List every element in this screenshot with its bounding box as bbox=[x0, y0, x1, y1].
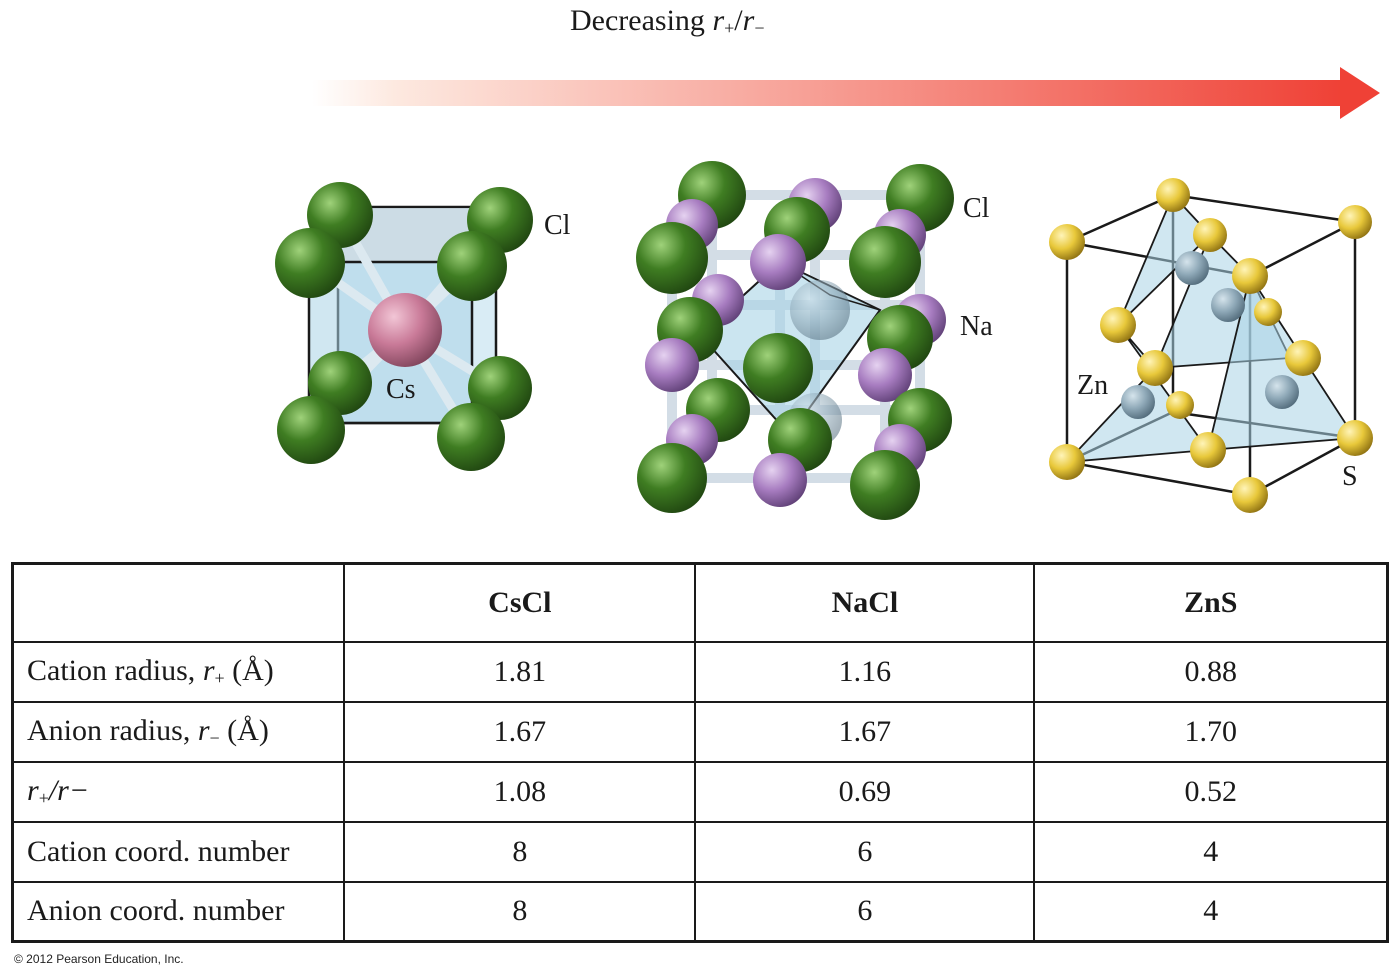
decreasing-ratio-arrow bbox=[312, 67, 1380, 119]
table-cell: 0.69 bbox=[694, 760, 1036, 823]
na-atom bbox=[858, 348, 912, 402]
zns-structure bbox=[1049, 178, 1373, 513]
s-atom bbox=[1049, 444, 1085, 480]
cscl-anion-label: Cl bbox=[544, 210, 571, 241]
zns-anion-label: S bbox=[1342, 461, 1358, 492]
zn-atom bbox=[1265, 375, 1299, 409]
table-header-cscl: CsCl bbox=[343, 562, 697, 643]
cl-atom bbox=[636, 222, 708, 294]
s-atom bbox=[1232, 258, 1268, 294]
cl-atom bbox=[437, 403, 505, 471]
s-atom bbox=[1137, 350, 1173, 386]
row-label-cation-radius: Cation radius, r+ (Å) bbox=[11, 640, 346, 703]
cl-atom bbox=[275, 228, 345, 298]
s-atom bbox=[1166, 391, 1194, 419]
table-row: Anion coord. number 8 6 4 bbox=[11, 880, 1389, 943]
table-row: Cation coord. number 8 6 4 bbox=[11, 820, 1389, 883]
s-atom bbox=[1049, 224, 1085, 260]
cscl-structure bbox=[275, 182, 533, 471]
nacl-anion-label: Cl bbox=[963, 193, 990, 224]
s-atom bbox=[1100, 307, 1136, 343]
table-header-nacl: NaCl bbox=[694, 562, 1036, 643]
table-cell: 4 bbox=[1033, 880, 1389, 943]
s-atom bbox=[1156, 178, 1190, 212]
ionic-radii-table: CsCl NaCl ZnS Cation radius, r+ (Å) 1.81… bbox=[11, 562, 1389, 943]
nacl-cation-label: Na bbox=[960, 311, 993, 342]
table-cell: 1.70 bbox=[1033, 700, 1389, 763]
cs-atom bbox=[368, 293, 442, 367]
table-cell: 6 bbox=[694, 820, 1036, 883]
na-atom bbox=[753, 453, 807, 507]
row-label-radius-ratio: r+/r− bbox=[11, 760, 346, 823]
s-atom bbox=[1254, 298, 1282, 326]
table-cell: 1.08 bbox=[343, 760, 697, 823]
table-header-zns: ZnS bbox=[1033, 562, 1389, 643]
table-cell: 1.81 bbox=[343, 640, 697, 703]
crystal-structures-diagram bbox=[275, 67, 1380, 520]
table-cell: 6 bbox=[694, 880, 1036, 943]
arrow-title-sub-minus: − bbox=[754, 18, 765, 38]
s-atom bbox=[1285, 340, 1321, 376]
arrow-title-slash: / bbox=[734, 4, 743, 37]
arrow-title-text: Decreasing bbox=[570, 4, 705, 37]
arrow-title-var-r2: r bbox=[742, 4, 755, 37]
copyright-notice: © 2012 Pearson Education, Inc. bbox=[14, 952, 184, 966]
table-cell: 0.88 bbox=[1033, 640, 1389, 703]
zn-atom bbox=[1211, 288, 1245, 322]
row-label-anion-coord: Anion coord. number bbox=[11, 880, 346, 943]
hidden-atom bbox=[790, 280, 850, 340]
s-atom bbox=[1190, 432, 1226, 468]
cl-atom bbox=[850, 450, 920, 520]
arrow-title-sub-plus: + bbox=[724, 18, 735, 38]
table-cell: 1.67 bbox=[694, 700, 1036, 763]
table-cell: 8 bbox=[343, 820, 697, 883]
table-header-row: CsCl NaCl ZnS bbox=[11, 562, 1389, 643]
s-atom bbox=[1193, 218, 1227, 252]
nacl-structure bbox=[636, 161, 954, 520]
cl-atom bbox=[637, 443, 707, 513]
cl-atom bbox=[277, 396, 345, 464]
zn-atom bbox=[1175, 251, 1209, 285]
table-cell: 0.52 bbox=[1033, 760, 1389, 823]
na-atom bbox=[750, 234, 806, 290]
cl-atom bbox=[849, 226, 921, 298]
row-label-anion-radius: Anion radius, r− (Å) bbox=[11, 700, 346, 763]
cl-atom bbox=[437, 231, 507, 301]
table-row: Anion radius, r− (Å) 1.67 1.67 1.70 bbox=[11, 700, 1389, 763]
table-row: Cation radius, r+ (Å) 1.81 1.16 0.88 bbox=[11, 640, 1389, 703]
cscl-cation-label: Cs bbox=[386, 374, 416, 405]
arrow-title-var-r: r bbox=[712, 4, 725, 37]
s-atom bbox=[1232, 477, 1268, 513]
na-atom bbox=[645, 338, 699, 392]
table-header-blank bbox=[11, 562, 346, 643]
table-cell: 4 bbox=[1033, 820, 1389, 883]
table-cell: 1.67 bbox=[343, 700, 697, 763]
s-atom bbox=[1338, 205, 1372, 239]
zns-cation-label: Zn bbox=[1077, 370, 1109, 401]
s-atom bbox=[1337, 420, 1373, 456]
zn-atom bbox=[1121, 385, 1155, 419]
cl-atom bbox=[468, 356, 532, 420]
arrow-title: Decreasing r+/r− bbox=[570, 4, 764, 39]
table-cell: 1.16 bbox=[694, 640, 1036, 703]
table-row: r+/r− 1.08 0.69 0.52 bbox=[11, 760, 1389, 823]
cl-atom bbox=[743, 333, 813, 403]
table-cell: 8 bbox=[343, 880, 697, 943]
row-label-cation-coord: Cation coord. number bbox=[11, 820, 346, 883]
